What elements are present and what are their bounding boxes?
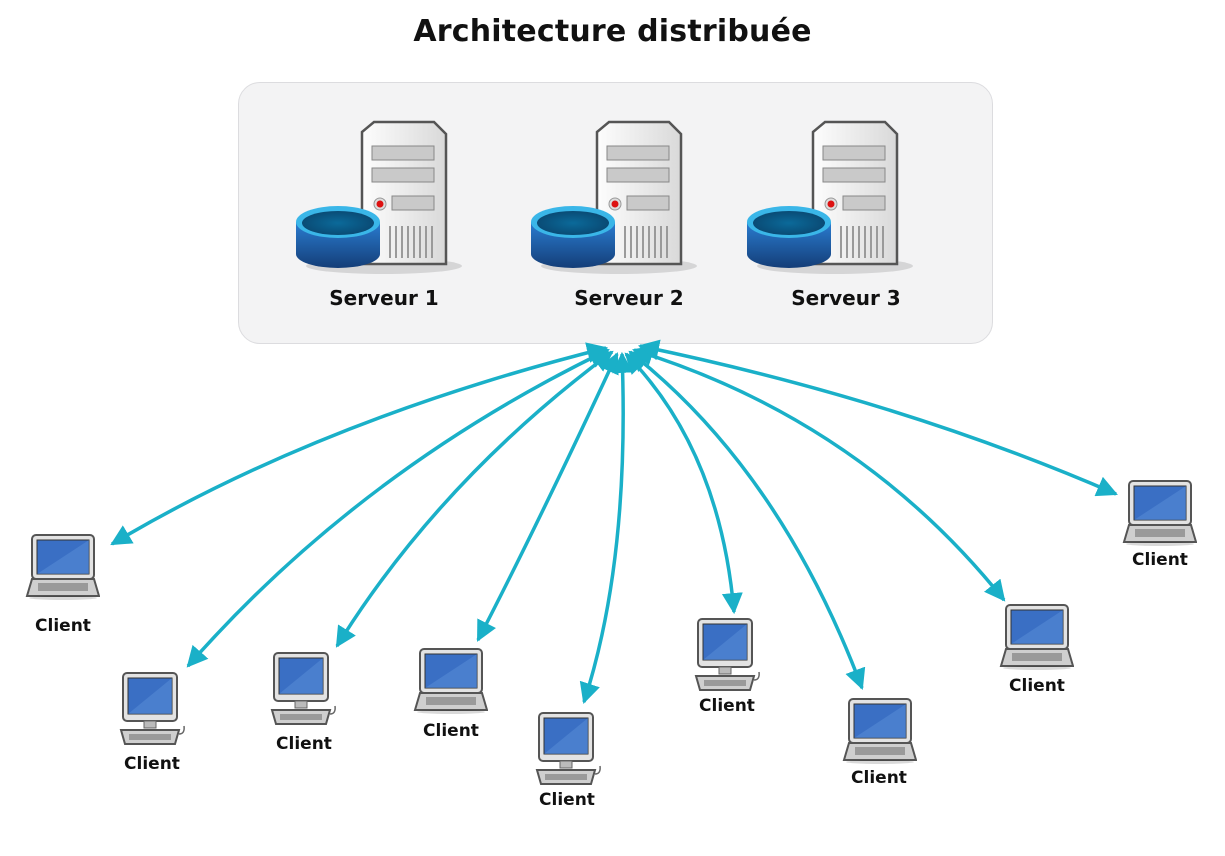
desktop-computer-icon xyxy=(119,672,185,745)
client-label: Client xyxy=(851,768,907,788)
connection-arrow xyxy=(110,342,609,546)
desktop-computer-icon xyxy=(535,712,601,785)
laptop-icon xyxy=(1122,480,1197,546)
client-label: Client xyxy=(423,721,479,741)
server-2-icon xyxy=(531,120,697,274)
client-label: Client xyxy=(124,754,180,774)
client-label: Client xyxy=(699,696,755,716)
client-label: Client xyxy=(276,734,332,754)
server-3-label: Serveur 3 xyxy=(791,286,901,310)
connection-arrow xyxy=(476,352,619,642)
server-2-label: Serveur 2 xyxy=(574,286,684,310)
connection-arrow xyxy=(624,352,743,615)
connection-arrow xyxy=(637,339,1118,497)
connection-arrow xyxy=(631,345,1006,602)
laptop-icon xyxy=(842,698,917,764)
server-1-icon xyxy=(296,120,462,274)
connection-arrow xyxy=(579,351,634,704)
server-3-icon xyxy=(747,120,913,274)
client-label: Client xyxy=(35,616,91,636)
connection-arrow xyxy=(335,350,614,648)
laptop-icon xyxy=(413,648,488,714)
laptop-icon xyxy=(999,604,1074,670)
server-1-label: Serveur 1 xyxy=(329,286,439,310)
client-label: Client xyxy=(1132,550,1188,570)
desktop-computer-icon xyxy=(270,652,336,725)
diagram-title: Architecture distribuée xyxy=(413,14,812,49)
client-label: Client xyxy=(1009,676,1065,696)
laptop-icon xyxy=(25,534,100,600)
desktop-computer-icon xyxy=(694,618,760,691)
client-label: Client xyxy=(539,790,595,810)
